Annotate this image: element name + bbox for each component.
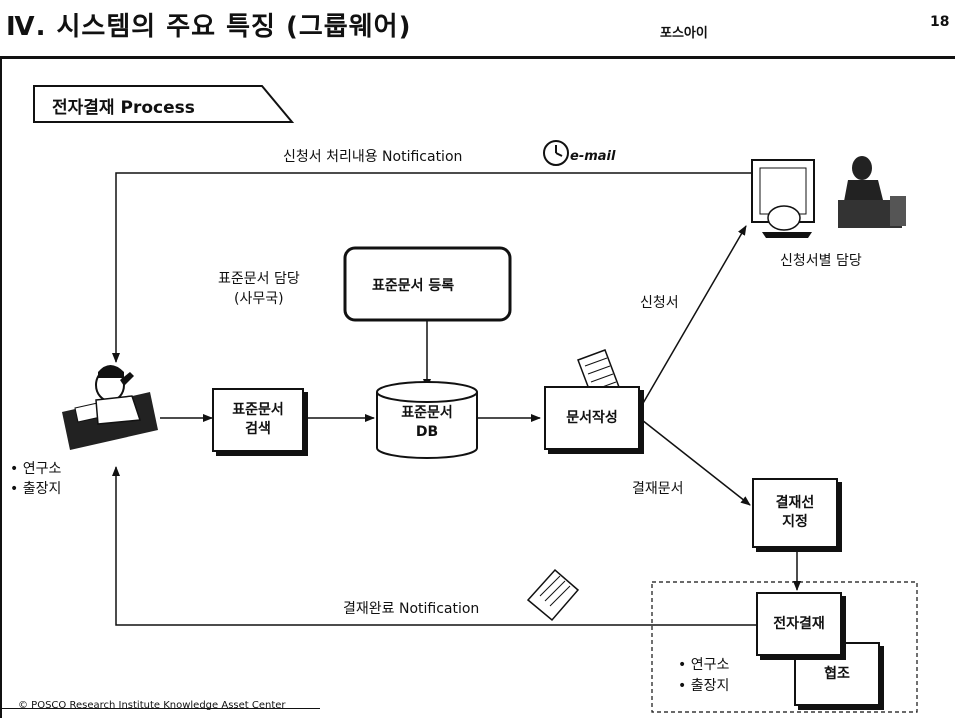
footer-copyright: © POSCO Research Institute Knowledge Ass…: [18, 700, 286, 711]
doc-write-box: 문서작성: [544, 386, 640, 450]
person-on-phone-icon: [62, 365, 158, 450]
application-edge-label: 신청서: [640, 295, 679, 311]
std-db-cylinder: [376, 381, 478, 459]
left-border: [0, 56, 2, 718]
email-icon-label: e-mail: [570, 149, 616, 164]
page-number: 18: [930, 14, 950, 30]
page-title: Ⅳ. 시스템의 주요 특징 (그룹웨어): [6, 12, 412, 42]
document-icon-bottom: [526, 568, 580, 622]
std-owner-label: 표준문서 담당: [218, 271, 300, 287]
email-icon: e-mail: [543, 140, 616, 166]
top-notification-line: [112, 172, 760, 363]
e-approval-box: 전자결재: [756, 592, 842, 656]
std-register-label: 표준문서 등록: [372, 278, 455, 294]
std-search-box: 표준문서 검색: [212, 388, 304, 452]
applicant-owner-label: 신청서별 담당: [780, 253, 862, 269]
location-right-item: • 출장지: [678, 678, 730, 694]
bottom-notification-label: 결재완료 Notification: [343, 601, 480, 617]
std-register-box-shape: [343, 246, 512, 322]
section-tab-shape: [33, 85, 295, 123]
std-db-label: 표준문서 DB: [401, 405, 453, 440]
std-owner-sub-label: (사무국): [234, 291, 284, 307]
top-notification-label: 신청서 처리내용 Notification: [283, 149, 463, 165]
approval-line-box: 결재선 지정: [752, 478, 838, 548]
footer-rule: [0, 708, 320, 709]
header-rule: [0, 56, 955, 59]
computer-monitor-icon: [751, 159, 815, 238]
office-worker-icon: [838, 156, 906, 228]
approval-doc-edge-label: 결재문서: [632, 481, 684, 497]
location-right-item: • 연구소: [678, 657, 730, 673]
edge-write-applicant: [641, 225, 747, 406]
bottom-notification-line: [112, 466, 756, 626]
company-name: 포스아이: [660, 26, 708, 41]
location-left-item: • 출장지: [10, 481, 62, 497]
section-label: 전자결재 Process: [52, 98, 195, 118]
remote-approval-region: [651, 581, 918, 713]
location-left-item: • 연구소: [10, 461, 62, 477]
edge-write-approvalline: [641, 419, 751, 506]
